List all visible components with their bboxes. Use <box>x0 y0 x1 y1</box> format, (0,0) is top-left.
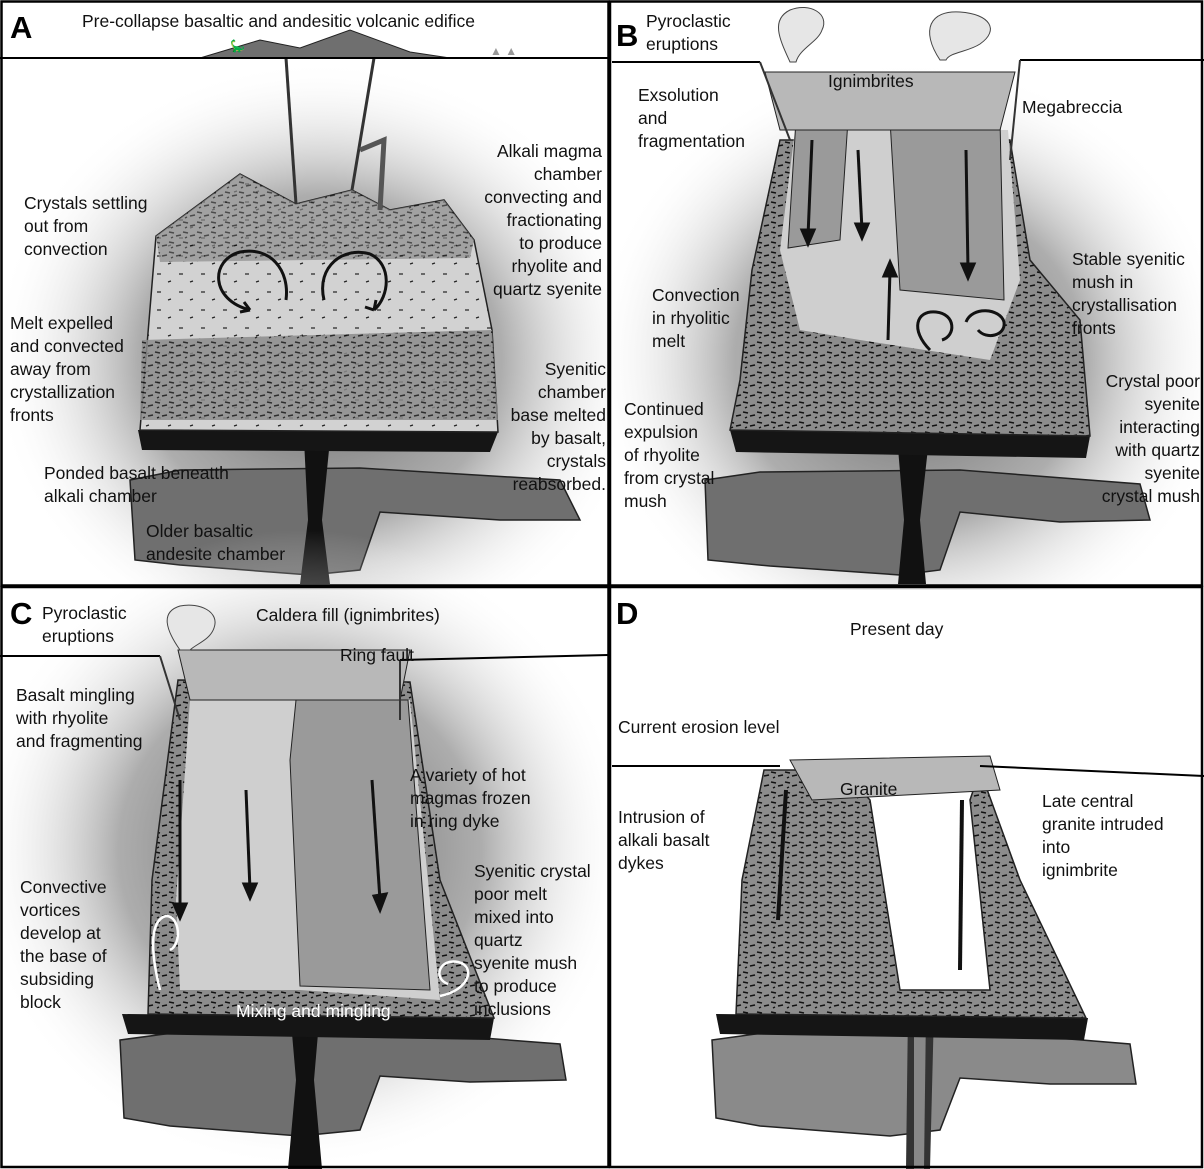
label-convection: Convection in rhyolitic melt <box>652 284 740 353</box>
label-mixing: Mixing and mingling <box>236 1000 391 1023</box>
label-alkali-chamber: Alkali magma chamber convecting and frac… <box>450 140 602 301</box>
label-granite: Granite <box>840 778 897 801</box>
crystal-front-a <box>140 330 498 420</box>
subsiding-block <box>290 700 430 990</box>
label-vortices: Convective vortices develop at the base … <box>20 876 107 1014</box>
label-syenitic-melt: Syenitic crystal poor melt mixed into qu… <box>474 860 591 1021</box>
label-syenitic-base: Syenitic chamber base melted by basalt, … <box>488 358 606 496</box>
label-intrusion: Intrusion of alkali basalt dykes <box>618 806 709 875</box>
label-exsolution: Exsolution and fragmentation <box>638 84 745 153</box>
label-hot-magmas: A variety of hot magmas frozen in ring d… <box>410 764 531 833</box>
label-melt-expelled: Melt expelled and convected away from cr… <box>10 312 124 427</box>
ponded-basalt <box>138 430 498 452</box>
label-late-granite: Late central granite intruded into ignim… <box>1042 790 1164 882</box>
label-crystal-poor: Crystal poor syenite interacting with qu… <box>1064 370 1200 508</box>
panel-letter-c: C <box>10 598 32 629</box>
subsiding-block-left <box>788 120 848 248</box>
label-ponded-basalt: Ponded basalt beneatth alkali chamber <box>44 462 229 508</box>
panel-letter-d: D <box>616 598 638 629</box>
label-present-day: Present day <box>850 618 943 641</box>
subsiding-block-right <box>890 120 1004 300</box>
panel-letter-b: B <box>616 20 638 51</box>
label-pyroclastic-b: Pyroclastic eruptions <box>646 10 731 56</box>
label-ignimbrites: Ignimbrites <box>828 70 914 93</box>
label-caldera-fill: Caldera fill (ignimbrites) <box>256 604 440 627</box>
eruption-plume <box>778 7 823 62</box>
label-basalt-mingling: Basalt mingling with rhyolite and fragme… <box>16 684 142 753</box>
label-erosion-level: Current erosion level <box>618 716 779 739</box>
eruption-plume <box>930 12 991 60</box>
panel-letter-a: A <box>10 12 32 43</box>
svg-text:🦕: 🦕 <box>230 39 245 53</box>
label-pyroclastic-c: Pyroclastic eruptions <box>42 602 127 648</box>
svg-text:▲ ▲: ▲ ▲ <box>490 44 517 58</box>
label-ring-fault: Ring fault <box>340 644 414 667</box>
panel-a-title: Pre-collapse basaltic and andesitic volc… <box>82 10 475 33</box>
label-megabreccia: Megabreccia <box>1022 96 1122 119</box>
label-older-chamber: Older basaltic andesite chamber <box>146 520 285 566</box>
label-crystals-settling: Crystals settling out from convection <box>24 192 148 261</box>
label-continued: Continued expulsion of rhyolite from cry… <box>624 398 714 513</box>
label-stable-mush: Stable syenitic mush in crystallisation … <box>1072 248 1185 340</box>
